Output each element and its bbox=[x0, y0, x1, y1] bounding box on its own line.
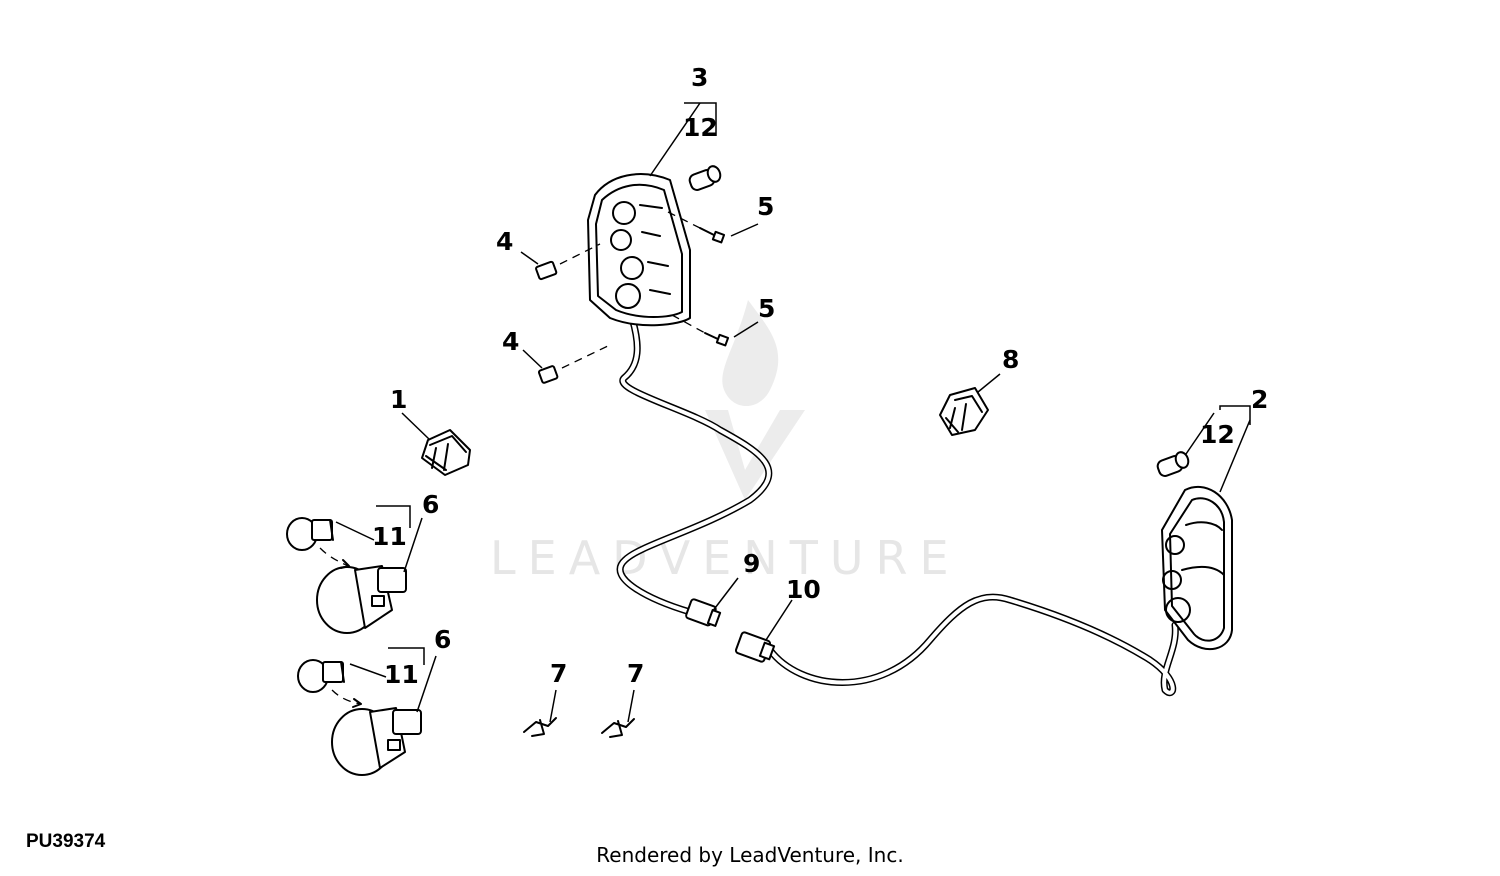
callout-8: 8 bbox=[1002, 345, 1019, 374]
callout-2: 2 bbox=[1251, 385, 1268, 414]
clip-4-upper bbox=[535, 243, 601, 281]
callout-1: 1 bbox=[390, 385, 407, 414]
callout-6-lower: 6 bbox=[434, 625, 451, 654]
screw-5-upper bbox=[667, 211, 726, 244]
harness-clip-7-left bbox=[523, 717, 557, 737]
bulb-12-right bbox=[1156, 451, 1190, 477]
harness-clip-7-right bbox=[601, 718, 635, 738]
switch-1 bbox=[421, 429, 471, 476]
callout-10: 10 bbox=[786, 575, 821, 604]
watermark: LEADVENTURE bbox=[490, 300, 961, 585]
bulb-11-upper bbox=[286, 517, 334, 551]
callouts: 3 12 5 5 4 4 1 8 2 12 6 11 6 11 9 10 7 7 bbox=[372, 63, 1268, 689]
callout-12-right: 12 bbox=[1200, 420, 1235, 449]
callout-6-upper: 6 bbox=[422, 490, 439, 519]
tail-light-right-2 bbox=[1161, 485, 1233, 650]
tail-light-left-3 bbox=[587, 173, 691, 327]
callout-12-left: 12 bbox=[683, 113, 718, 142]
marker-lamp-6-upper bbox=[316, 565, 407, 634]
callout-11-lower: 11 bbox=[384, 660, 419, 689]
screw-5-lower bbox=[671, 314, 730, 347]
bulb-11-lower bbox=[297, 659, 345, 693]
callout-5-upper: 5 bbox=[757, 192, 774, 221]
callout-7-left: 7 bbox=[550, 659, 567, 688]
figure-code: PU39374 bbox=[26, 831, 106, 852]
callout-11-upper: 11 bbox=[372, 522, 407, 551]
marker-lamp-6-lower bbox=[331, 707, 422, 776]
watermark-text: LEADVENTURE bbox=[490, 531, 961, 585]
wiring-harness-9 bbox=[616, 314, 773, 627]
wiring-harness-10 bbox=[734, 593, 1179, 697]
callout-4-lower: 4 bbox=[502, 327, 519, 356]
callout-7-right: 7 bbox=[627, 659, 644, 688]
watermark-flame-icon bbox=[722, 300, 779, 407]
leader-lines bbox=[335, 102, 1251, 723]
render-credit: Rendered by LeadVenture, Inc. bbox=[596, 843, 904, 867]
callout-5-lower: 5 bbox=[758, 294, 775, 323]
switch-8 bbox=[939, 387, 989, 436]
clip-4-lower bbox=[537, 343, 613, 384]
callout-3: 3 bbox=[691, 63, 708, 92]
callout-9: 9 bbox=[743, 549, 760, 578]
callout-4-upper: 4 bbox=[496, 227, 513, 256]
bulb-12-left bbox=[688, 165, 722, 191]
